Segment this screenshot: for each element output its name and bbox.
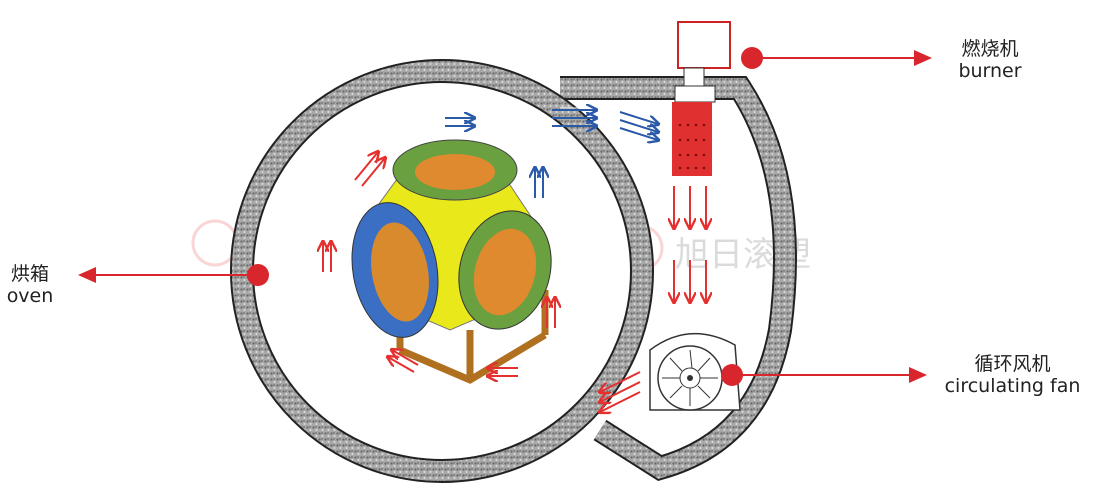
fan-label-zh: 循环风机 [974,353,1051,375]
oven-callout [78,264,269,286]
burner-label-zh: 燃烧机 [961,38,1019,60]
oven-label-zh: 烘箱 [10,263,49,285]
fan-label-en: circulating fan [944,375,1081,397]
burner-callout [741,47,932,69]
burner [672,21,731,176]
oven-label-en: oven [6,285,54,307]
flow-arrows-blue [445,110,658,198]
burner-label-en: burner [958,60,1022,82]
rotational-mold [351,139,552,384]
flow-arrows-red [323,152,706,412]
fan-callout [721,364,927,386]
fan-label: 循环风机 circulating fan [930,353,1094,397]
circulating-fan [649,333,741,411]
burner-label: 燃烧机 burner [945,38,1035,82]
oven-label: 烘箱 oven [0,263,60,307]
